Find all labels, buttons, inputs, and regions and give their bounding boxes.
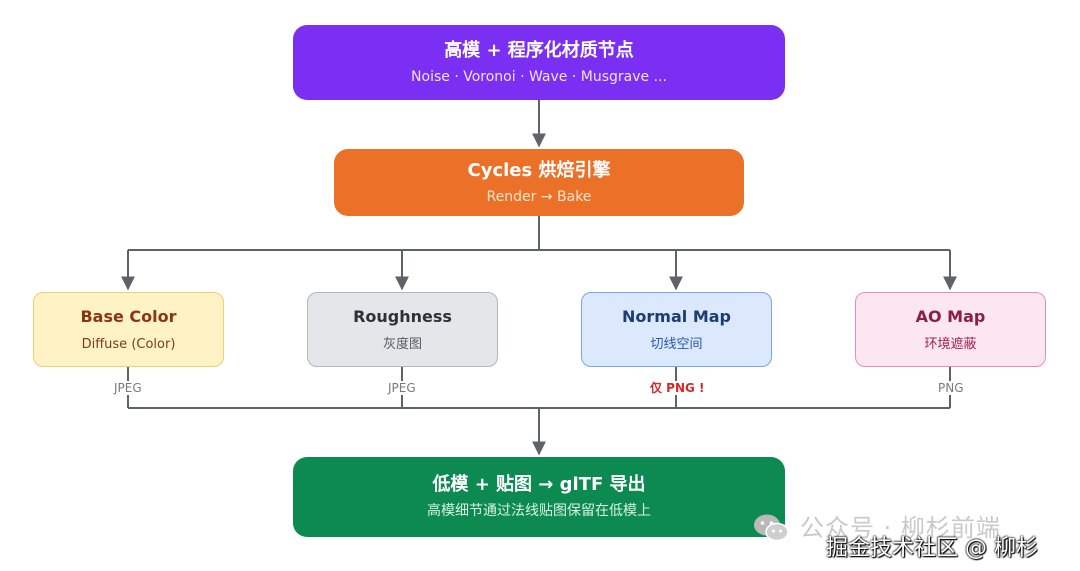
roughness-title: Roughness [353,306,452,326]
base-color-subtitle: Diffuse (Color) [81,336,176,352]
cycles-bake-node: Cycles 烘焙引擎 Render → Bake [334,149,744,216]
highpoly-material-node: 高模 + 程序化材质节点 Noise · Voronoi · Wave · Mu… [293,25,785,100]
highpoly-node-title: 高模 + 程序化材质节点 [444,39,634,61]
lowpoly-export-node: 低模 + 贴图 → glTF 导出 高模细节通过法线贴图保留在低模上 [293,457,785,537]
ao-map-format-label: PNG [936,381,966,395]
roughness-node: Roughness 灰度图 [307,292,498,367]
watermark-account-text: 公众号 · 柳杉前端 [800,514,1001,542]
base-color-format-label: JPEG [112,381,144,395]
ao-map-node: AO Map 环境遮蔽 [855,292,1046,367]
highpoly-node-subtitle: Noise · Voronoi · Wave · Musgrave ... [411,68,667,85]
ao-map-subtitle: 环境遮蔽 [924,336,977,352]
bake-node-subtitle: Render → Bake [486,188,592,205]
base-color-node: Base Color Diffuse (Color) [33,292,224,367]
normal-map-title: Normal Map [622,306,731,326]
export-node-title: 低模 + 贴图 → glTF 导出 [432,474,646,495]
normal-map-node: Normal Map 切线空间 [581,292,772,367]
bake-node-title: Cycles 烘焙引擎 [467,159,611,181]
roughness-format-label: JPEG [386,381,418,395]
watermark: 公众号 · 柳杉前端 掘金技术社区 @ 柳杉 [752,508,1072,568]
normal-map-format-warning: 仅 PNG ! [648,381,707,395]
ao-map-title: AO Map [915,306,986,326]
wechat-icon [754,514,789,542]
export-node-subtitle: 高模细节通过法线贴图保留在低模上 [427,503,651,519]
normal-map-subtitle: 切线空间 [650,336,703,352]
watermark-community-text: 掘金技术社区 @ 柳杉 [826,536,1038,561]
base-color-title: Base Color [80,306,177,326]
roughness-subtitle: 灰度图 [382,336,422,352]
